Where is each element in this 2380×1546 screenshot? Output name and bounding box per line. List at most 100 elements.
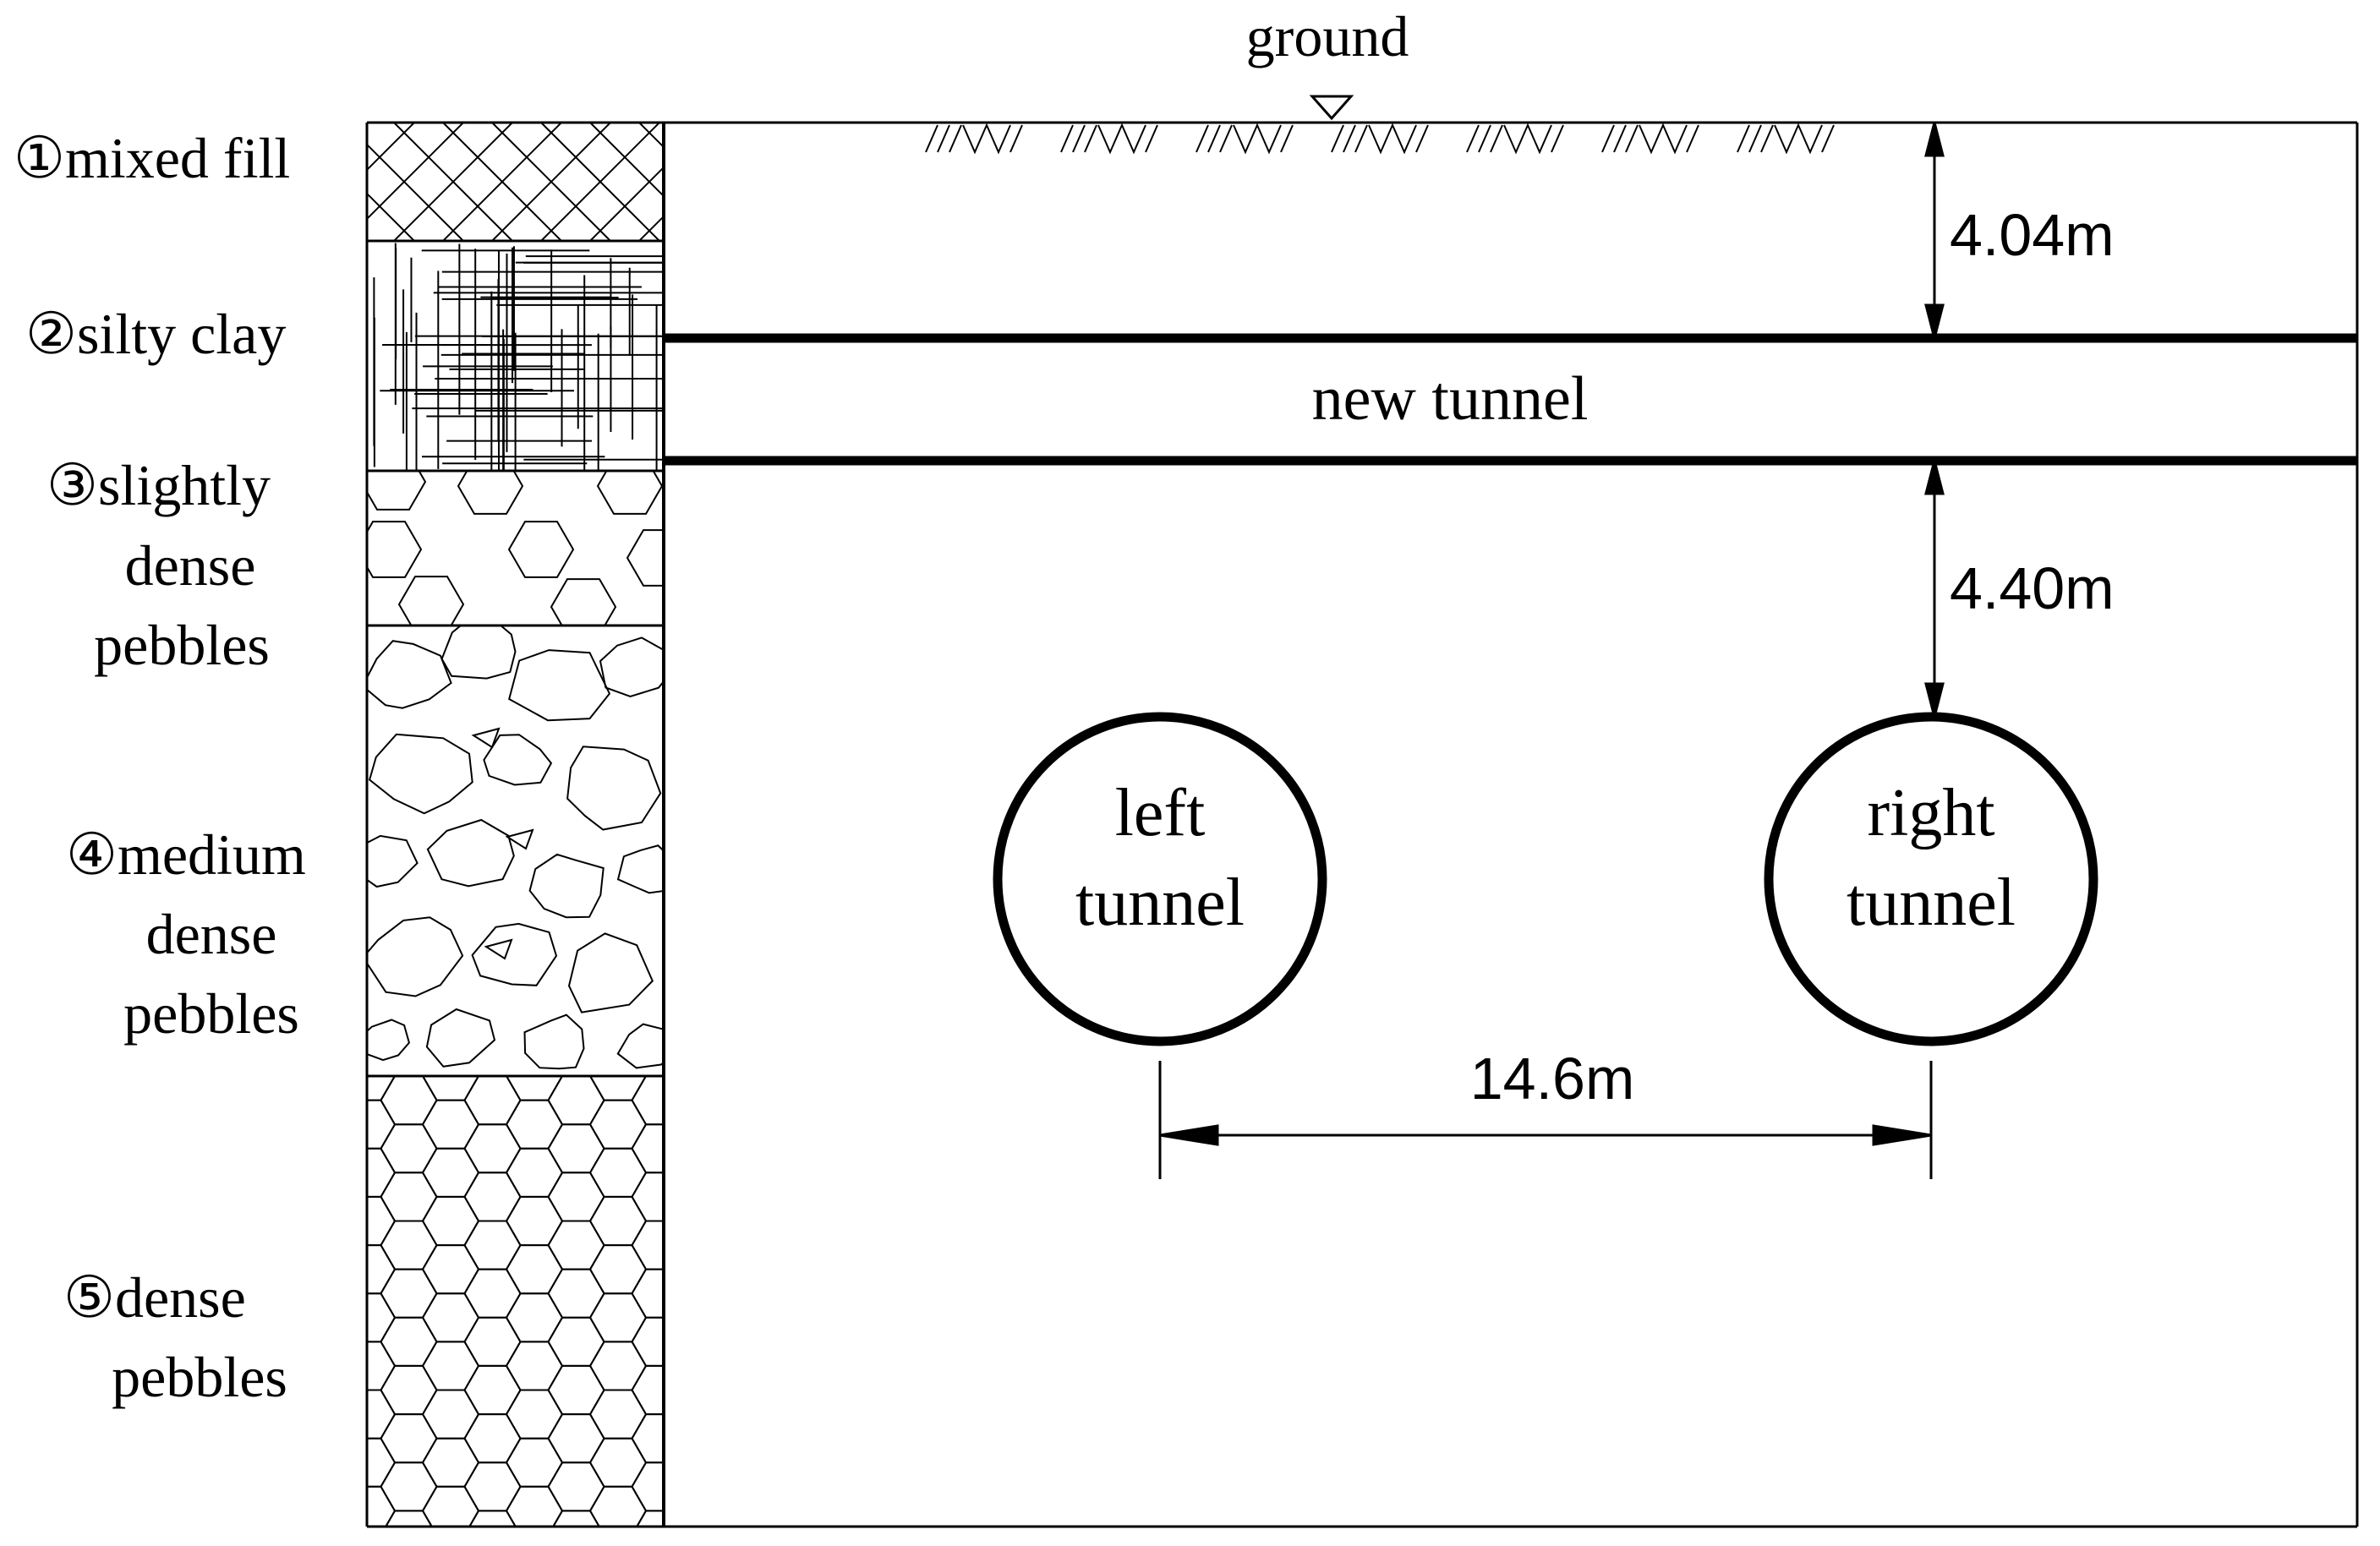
stratum-3-name-line-1: slightly [98,453,271,517]
stratum-3-name-line-3: pebbles [94,613,270,677]
cover-depth-arrow-up-icon [1924,122,1945,157]
pebble-polygon [528,853,605,919]
stratum-5-name-line-2: pebbles [112,1345,287,1409]
pebble-hexagon [588,1437,648,1488]
pebble-hexagon [644,1076,664,1077]
mixed-fill-hatch-line [688,123,807,241]
model-domain-frame [367,121,2359,1528]
pebble-hexagon [463,1364,522,1416]
stratum-4-name-line-3: pebbles [123,981,299,1046]
pebble-hexagon [631,1364,664,1416]
pebble-hexagon [421,1099,480,1150]
stratum-4-name-line-2: dense [146,902,277,966]
ground-surface-hatch [925,123,1835,155]
pebble-hexagon [367,521,423,578]
pebble-hexagon [631,1461,664,1512]
pebble-hexagon [547,1413,605,1464]
pebble-polygon [508,649,611,722]
right-tunnel-label-line-2: tunnel [1847,866,2016,940]
pebble-polygon [599,636,664,698]
pebble-hexagon [457,471,524,515]
ground-level-marker [1309,95,1354,121]
pebble-hexagon [380,1076,438,1126]
right-tunnel-label-line-1: right [1867,776,1994,850]
pebble-hexagon [380,1123,438,1174]
pebble-hexagon [507,521,575,578]
tunnel-spacing-arrow-right-icon [1872,1124,1932,1146]
pebble-fragment [484,938,513,960]
pebble-hexagon [547,1123,605,1174]
pebble-hexagon [588,1147,648,1198]
stratum-3-label-line-1: ③slightly [47,453,271,517]
pebble-hexagon [380,1413,438,1464]
pebble-hexagon [367,471,427,511]
ground-hatch-mark [1601,123,1699,155]
tunnel-spacing-dimension [1158,1061,1933,1179]
pebble-hexagon [505,1292,564,1343]
stratum-labels: ①mixed fill ②silty clay ③slightly dense … [14,126,306,1409]
tunnel-clearance-arrow-down-icon [1924,682,1945,718]
stratum-3-name-line-2: dense [125,533,256,598]
pebble-hexagon [380,1316,438,1367]
silty-clay-pattern [373,243,664,471]
mixed-fill-hatch-line [835,123,954,241]
mixed-fill-hatch-line [638,215,664,241]
pebble-hexagon [505,1341,564,1391]
pebble-hexagon [631,1268,664,1319]
pebble-polygon [426,818,515,888]
pebble-hexagon [636,1510,664,1527]
stratum-3-marker: ③ [47,453,98,517]
pebble-hexagon [547,1220,605,1270]
pebble-hexagon [463,1172,522,1222]
pebble-hexagon [421,1292,480,1343]
pebble-polygon [367,1019,411,1062]
pebble-hexagon [397,576,465,626]
mixed-fill-hatch-line [442,123,562,241]
pebble-hexagon [380,1172,438,1222]
pebble-hexagon [547,1268,605,1319]
pebble-hexagon [468,1510,517,1527]
pebble-fragment [471,727,501,749]
stratum-5-label-line-1: ⑤dense [63,1265,246,1330]
ground-hatch-mark [1737,123,1835,155]
pebble-hexagon [596,471,664,515]
pebble-hexagon [505,1244,564,1295]
mixed-fill-hatch-line [540,123,660,241]
pebble-hexagon [505,1099,564,1150]
ground-hatch-mark [1195,123,1294,155]
pebble-hexagon [380,1220,438,1270]
ground-level-triangle-icon [1309,95,1354,121]
left-tunnel-label-line-2: tunnel [1075,866,1245,940]
ground-hatch-mark [1466,123,1564,155]
stratum-4-name-line-1: medium [118,822,306,887]
pebble-polygon [367,916,464,997]
pebble-hexagon [505,1147,564,1198]
left-tunnel-circle [993,712,1327,1046]
mixed-fill-hatch-line [589,166,664,241]
stratum-4-label-line-1: ④medium [66,822,306,887]
mixed-fill-hatch-line [491,123,611,241]
pebble-hexagon [380,1461,438,1512]
tunnel-clearance-dimension [1924,460,1945,718]
mixed-fill-pattern [367,123,954,241]
pebble-hexagon [380,1364,438,1416]
mixed-fill-hatch-line [835,123,954,241]
mixed-fill-hatch-line [737,123,856,241]
soil-column-frame [365,123,665,1528]
pebble-hexagon [463,1461,522,1512]
pebble-hexagon [463,1316,522,1367]
stratum-4-marker: ④ [66,822,118,887]
pebble-hexagon [463,1413,522,1464]
stratum-5-name-line-1: dense [115,1265,246,1330]
pebble-hexagon [421,1195,480,1247]
pebble-hexagon [421,1244,480,1295]
mixed-fill-hatch-line [367,192,415,241]
stratum-1-label: ①mixed fill [14,126,290,190]
pebble-hexagon [631,1076,664,1126]
mixed-fill-hatch-line [638,123,664,149]
pebble-hexagon [547,1172,605,1222]
pebble-polygon [523,1013,585,1070]
stratum-2-marker: ② [25,302,77,366]
pebble-hexagon [547,1076,605,1126]
new-tunnel [664,333,2357,466]
